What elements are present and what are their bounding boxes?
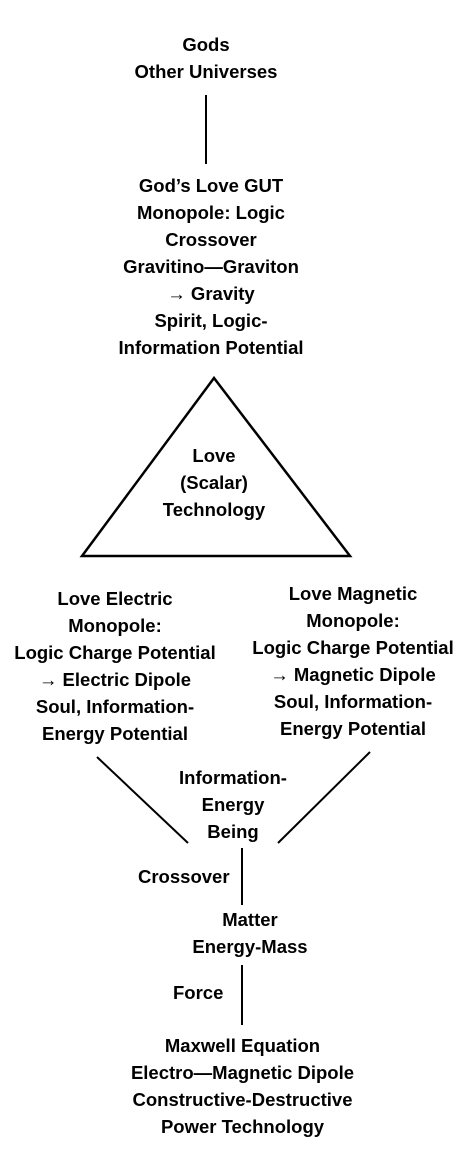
electric-line-2: Monopole:	[68, 615, 162, 636]
triangle-line-1: Love	[192, 445, 236, 466]
gut-line-5: → Gravity	[167, 283, 255, 304]
magnetic-node: Love Magnetic Monopole: Logic Charge Pot…	[238, 580, 468, 742]
being-line-2: Energy	[201, 794, 265, 815]
electric-line-5: Soul, Information-	[35, 696, 195, 717]
gut-line-7: Information Potential	[118, 337, 304, 358]
line-electric-to-being	[96, 756, 189, 844]
matter-line-2: Energy-Mass	[192, 936, 308, 957]
gut-line-3: Crossover	[165, 229, 257, 250]
electric-line-1: Love Electric	[57, 588, 173, 609]
force-label: Force	[173, 982, 224, 1003]
maxwell-line-3: Constructive-Destructive	[132, 1089, 353, 1110]
line-magnetic-to-being	[277, 751, 371, 844]
triangle-line-2: (Scalar)	[180, 472, 248, 493]
magnetic-line-3: Logic Charge Potential	[252, 637, 454, 658]
being-line-1: Information-	[179, 767, 287, 788]
maxwell-line-4: Power Technology	[160, 1116, 325, 1137]
gut-node: God’s Love GUT Monopole: Logic Crossover…	[86, 172, 336, 361]
magnetic-line-1: Love Magnetic	[288, 583, 418, 604]
crossover-label: Crossover	[138, 866, 230, 887]
magnetic-line-2: Monopole:	[306, 610, 400, 631]
gut-line-4: Gravitino—Graviton	[123, 256, 299, 277]
magnetic-line-4: → Magnetic Dipole	[270, 664, 436, 685]
electric-line-4: → Electric Dipole	[38, 669, 192, 690]
triangle-label: Love (Scalar) Technology	[134, 442, 294, 523]
maxwell-node: Maxwell Equation Electro—Magnetic Dipole…	[100, 1032, 385, 1140]
matter-line-1: Matter	[222, 909, 278, 930]
electric-line-3: Logic Charge Potential	[14, 642, 216, 663]
gut-line-1: God’s Love GUT	[138, 175, 284, 196]
being-node: Information- Energy Being	[158, 764, 308, 845]
maxwell-line-2: Electro—Magnetic Dipole	[130, 1062, 355, 1083]
gods-node: Gods Other Universes	[106, 31, 306, 85]
magnetic-line-6: Energy Potential	[280, 718, 426, 739]
electric-line-6: Energy Potential	[42, 723, 188, 744]
magnetic-line-5: Soul, Information-	[273, 691, 433, 712]
triangle-line-3: Technology	[162, 499, 266, 520]
electric-node: Love Electric Monopole: Logic Charge Pot…	[0, 585, 230, 747]
being-line-3: Being	[207, 821, 259, 842]
maxwell-line-1: Maxwell Equation	[164, 1035, 321, 1056]
love-triangle-shape	[79, 375, 353, 558]
gut-line-2: Monopole: Logic	[137, 202, 285, 223]
matter-node: Matter Energy-Mass	[170, 906, 330, 960]
gods-line-1: Gods	[182, 34, 230, 55]
gut-line-6: Spirit, Logic-	[154, 310, 268, 331]
gods-line-2: Other Universes	[134, 61, 278, 82]
